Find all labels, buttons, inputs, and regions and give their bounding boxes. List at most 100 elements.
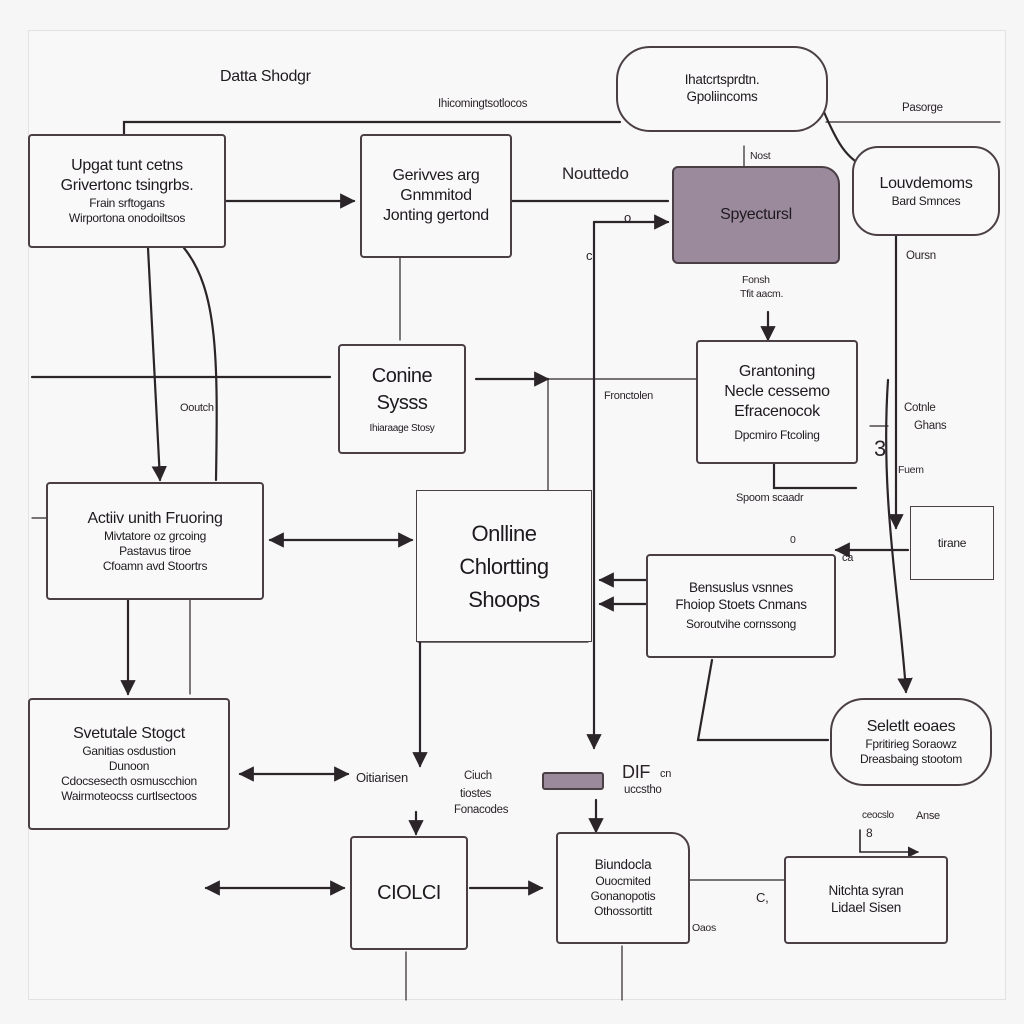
box-online-line-2: Chlortting — [459, 553, 549, 579]
box-seletlt-line-3: Dreasbaing stootom — [860, 752, 962, 766]
box-seletlt[interactable]: Seletlt eoaes Fpritirieg Soraowz Dreasba… — [830, 698, 992, 786]
label-colne: Cotnle — [904, 402, 936, 414]
box-bens-line-1: Bensuslus vsnnes — [688, 579, 793, 595]
cloud-box-top[interactable]: Ihatcrtsprdtn. Gpoliincoms — [616, 46, 828, 132]
label-ca: ca — [842, 552, 854, 564]
cloud-box-line-1: Ihatcrtsprdtn. — [684, 72, 760, 88]
box-svet-line-4: Cdocsesecth osmuscchion — [61, 774, 197, 788]
label-fonacodes: Fonacodes — [454, 804, 509, 816]
cloud-box-line-2: Gpoliincoms — [686, 89, 758, 104]
label-incoming: Ihicomingtsotlocos — [438, 98, 528, 110]
box-tirane-label: tirane — [937, 535, 967, 550]
label-oursn: Oursn — [906, 250, 936, 262]
diagram-title: Datta Shodgr — [220, 68, 311, 85]
box-biun-line-3: Gonanopotis — [590, 888, 656, 903]
box-biun-line-4: Othossortitt — [594, 903, 652, 918]
label-nost: Nost — [750, 150, 771, 162]
box-bens-line-3: Soroutvihe cornssong — [685, 617, 797, 632]
label-oaos: Oaos — [692, 922, 716, 934]
label-thshacm: Tfit aacm. — [740, 288, 784, 300]
label-dif: DIF — [622, 762, 651, 782]
box-biundocla[interactable]: Biundocla Ouocmited Gonanopotis Othossor… — [556, 832, 690, 944]
label-oitionsen: Oitiarisen — [356, 770, 408, 785]
box-louvdemoms[interactable]: Louvdemoms Bard Smnces — [852, 146, 1000, 236]
box-granto-line-3: Efracenocok — [734, 402, 820, 420]
box-bens-line-2: Fhoiop Stoets Cnmans — [675, 596, 807, 612]
box-nitchta-line-1: Nitchta syran — [828, 883, 904, 899]
box-svet-line-1: Svetutale Stogct — [73, 725, 185, 742]
connector-bens-seletlt — [696, 658, 830, 742]
connector-update-curve — [182, 246, 218, 482]
box-granto-line-4: Dpcmiro Ftcoling — [734, 427, 820, 442]
box-seletlt-line-1: Seletlt eoaes — [866, 718, 956, 735]
label-ceocslo: ceocslo — [862, 810, 894, 821]
label-num-3: 3 — [874, 436, 886, 461]
box-activ[interactable]: Actiiv unith Fruoring Mivtatore oz grcoi… — [46, 482, 264, 600]
box-spyectursl-label: Spyectursl — [720, 206, 792, 223]
label-c-left: c — [586, 248, 593, 263]
label-o-top: o — [624, 210, 631, 225]
box-ciolci[interactable]: CIOLCI — [350, 836, 468, 950]
small-filled-bar[interactable] — [542, 772, 604, 790]
box-activ-line-2: Mivtatore oz grcoing — [103, 528, 207, 543]
label-cg: C, — [756, 890, 769, 905]
label-fonsh: Fonsh — [742, 274, 770, 286]
box-conine[interactable]: Conine Sysss Ihiaraage Stosy — [338, 344, 466, 454]
box-activ-line-4: Cfoamn avd Stoortrs — [102, 558, 208, 573]
box-conine-line-2: Sysss — [376, 391, 428, 414]
box-curives-line-3: Jonting gertond — [383, 207, 489, 224]
box-biun-line-2: Ouocmited — [595, 873, 651, 888]
label-ghans: Ghans — [914, 420, 947, 432]
box-update-line-2: Grivertonc tsingrbs. — [60, 177, 194, 194]
box-bensuals[interactable]: Bensuslus vsnnes Fhoiop Stoets Cnmans So… — [646, 554, 836, 658]
connector-top-bus — [122, 120, 622, 136]
label-ooutch: Ooutch — [180, 402, 214, 414]
box-online-line-1: Onlline — [471, 520, 537, 546]
box-nitchta-line-2: Lidael Sisen — [831, 900, 901, 915]
box-biun-line-1: Biundocla — [594, 857, 652, 873]
label-ciuch: Ciuch — [464, 770, 492, 782]
box-online-line-3: Shoops — [468, 586, 540, 612]
box-curives[interactable]: Gerivves arg Gnmmitod Jonting gertond — [360, 134, 512, 258]
box-svet-line-5: Wairmoteocss curtlsectoos — [61, 789, 197, 803]
box-tirane[interactable]: tirane — [910, 506, 994, 580]
label-pasorge: Pasorge — [902, 102, 943, 114]
label-dif-sub: cn — [660, 768, 672, 780]
label-fronctolen: Fronctolen — [604, 390, 653, 402]
label-num-8: 8 — [866, 826, 873, 840]
label-uccsstno: uccstho — [624, 784, 662, 796]
box-granto-line-2: Necle cessemo — [724, 382, 830, 400]
box-ciolci-label: CIOLCI — [377, 881, 441, 904]
label-num-0: 0 — [790, 534, 796, 546]
label-anse: Anse — [916, 810, 940, 822]
box-louvdemoms-line-1: Louvdemoms — [879, 174, 973, 192]
box-conine-line-3: Ihiaraage Stosy — [369, 422, 435, 434]
connector-seletlt-nitchta — [859, 829, 920, 858]
box-seletlt-line-2: Fpritirieg Soraowz — [865, 737, 957, 751]
box-curives-line-1: Gerivves arg — [392, 167, 480, 184]
connector-granto-tick — [772, 460, 858, 490]
box-activ-line-3: Pastavus tiroe — [119, 543, 191, 558]
box-update-line-3: Frain srftogans — [89, 196, 165, 210]
box-svet-line-2: Ganitias osdustion — [82, 744, 176, 758]
box-online-chlortting[interactable]: Onlline Chlortting Shoops — [416, 490, 592, 642]
box-update[interactable]: Upgat tunt cetns Grivertonc tsingrbs. Fr… — [28, 134, 226, 248]
box-spyectursl[interactable]: Spyectursl — [672, 166, 840, 264]
box-update-line-4: Wirportona onodoiltsos — [68, 211, 186, 225]
box-granto-line-1: Grantoning — [738, 362, 816, 380]
box-svetutale[interactable]: Svetutale Stogct Ganitias osdustion Duno… — [28, 698, 230, 830]
label-spoom: Spoom scaadr — [736, 492, 804, 504]
box-conine-line-1: Conine — [371, 364, 433, 387]
connector-update-down — [146, 246, 167, 482]
label-fuem: Fuem — [898, 464, 924, 476]
box-grantoning[interactable]: Grantoning Necle cessemo Efracenocok Dpc… — [696, 340, 858, 464]
box-nitchta[interactable]: Nitchta syran Lidael Sisen — [784, 856, 948, 944]
box-update-line-1: Upgat tunt cetns — [71, 157, 183, 174]
label-tiostes: tiostes — [460, 788, 492, 800]
box-louvdemoms-line-2: Bard Smnces — [891, 193, 961, 208]
box-activ-line-1: Actiiv unith Fruoring — [87, 509, 223, 527]
box-curives-line-2: Gnmmitod — [400, 187, 472, 204]
label-nouttedo: Nouttedo — [562, 164, 629, 183]
